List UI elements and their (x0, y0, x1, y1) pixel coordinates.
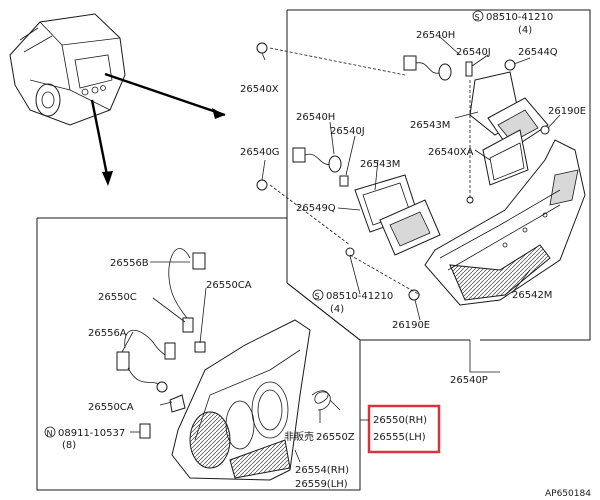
label-26550Z: 26550Z (316, 432, 355, 443)
label-26550C: 26550C (98, 292, 137, 303)
car-illustration (9, 13, 126, 126)
label-26554: 26554(RH) (295, 465, 349, 476)
label-26556A: 26556A (88, 328, 127, 339)
label-08510-a: 08510-41210 (486, 12, 553, 23)
label-08911: 08911-10537 (58, 428, 125, 439)
n-mark-text: N (47, 429, 53, 438)
highlight-box (367, 404, 441, 454)
label-26543M-b: 26543M (360, 159, 400, 170)
s-mark-a (472, 10, 484, 22)
label-26544Q: 26544Q (518, 47, 558, 58)
label-26540XA: 26540XA (428, 147, 474, 158)
reference-code: AP650184 (545, 489, 591, 499)
label-26540H-a: 26540H (416, 30, 455, 41)
s-mark-b (312, 289, 324, 301)
label-26540G: 26540G (240, 147, 280, 158)
label-26540H-b: 26540H (296, 112, 335, 123)
label-26540J-a: 26540J (456, 47, 491, 58)
label-not-sold: 非販売 (284, 430, 314, 443)
s-mark-a-text: S (475, 13, 480, 22)
label-08911-qty: (8) (62, 440, 76, 451)
finisher-assembly-box (256, 9, 591, 373)
label-26550: 26550(RH) (373, 415, 427, 426)
label-26550CA-a: 26550CA (206, 280, 252, 291)
label-26542M: 26542M (512, 290, 552, 301)
label-08510-b-qty: (4) (330, 304, 344, 315)
label-26540X: 26540X (240, 84, 279, 95)
label-26543M-a: 26543M (410, 120, 450, 131)
combination-lamp-box (36, 217, 361, 491)
n-mark (44, 426, 56, 438)
label-26190E-a: 26190E (548, 106, 586, 117)
label-08510-a-qty: (4) (518, 25, 532, 36)
label-26540P: 26540P (450, 375, 488, 386)
s-mark-b-text: S (315, 292, 320, 301)
label-26550CA-b: 26550CA (88, 402, 134, 413)
label-26190E-b: 26190E (392, 320, 430, 331)
label-26549Q: 26549Q (296, 203, 336, 214)
label-26555: 26555(LH) (373, 432, 426, 443)
label-26559: 26559(LH) (295, 479, 348, 490)
label-08510-b: 08510-41210 (326, 291, 393, 302)
label-26540J-b: 26540J (330, 126, 365, 137)
label-26556B: 26556B (110, 258, 149, 269)
pointer-arrows (90, 72, 226, 186)
part-labels: 26540H S 08510-41210 (4) 26540J 26544Q 2… (44, 10, 591, 499)
